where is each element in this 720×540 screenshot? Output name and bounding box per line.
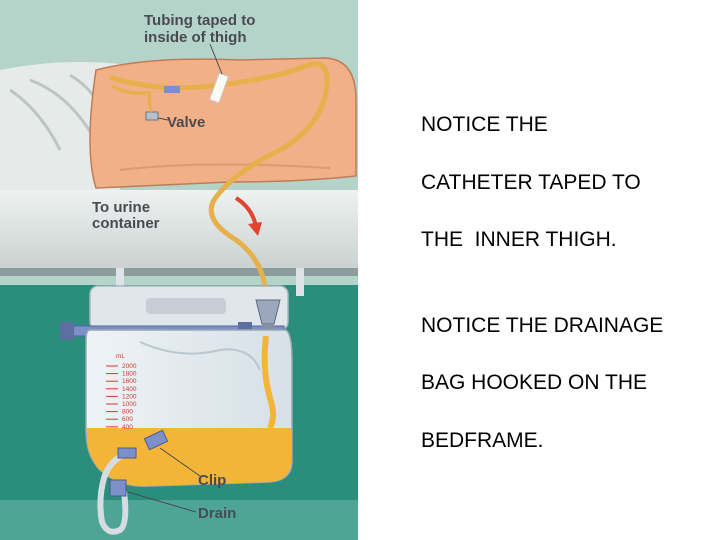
clip-label: Clip [198,472,226,489]
notes-line-5: BAG HOOKED ON THE [421,371,647,394]
urine-level [87,428,291,487]
notes-line-6: BEDFRAME. [421,429,544,452]
bed-rail [0,268,358,276]
urine-label-line1: To urine [92,199,150,216]
drain-tube [97,447,136,535]
bag-scale-mark: 400 [122,424,133,431]
drain-cap [109,479,127,497]
bag-scale-mark: 600 [122,416,133,423]
valve-connector [145,111,159,121]
right-edge [358,0,366,540]
bag-scale-mark: 800 [122,409,133,416]
notes-line-2: CATHETER TAPED TO [421,171,641,194]
notes-line-4: NOTICE THE DRAINAGE [421,314,664,337]
bag-scale-mark: 1000 [122,401,137,408]
thigh [89,57,357,189]
tubing-label-line1: Tubing taped to [144,12,255,29]
notes-line-1: NOTICE THE [421,113,548,136]
bag-scale-mark: 1800 [122,371,137,378]
bag-scale-mark: 2000 [122,363,137,370]
catheter-tubing [109,61,330,303]
tape-strip [208,72,230,104]
bag-scale-unit: mL [116,353,125,360]
clip [143,429,169,451]
bag-scale-mark: 1600 [122,378,137,385]
drain-label: Drain [198,505,236,522]
mattress [0,190,358,270]
bottom-band [0,500,358,540]
urine-label-line2: container [92,215,160,232]
bag-scale-mark: 1400 [122,386,137,393]
notes-line-3: THE INNER THIGH. [421,228,617,251]
tubing-label-line2: inside of thigh [144,29,247,46]
bag-scale-mark: 1200 [122,393,137,400]
valve-label: Valve [167,114,205,131]
